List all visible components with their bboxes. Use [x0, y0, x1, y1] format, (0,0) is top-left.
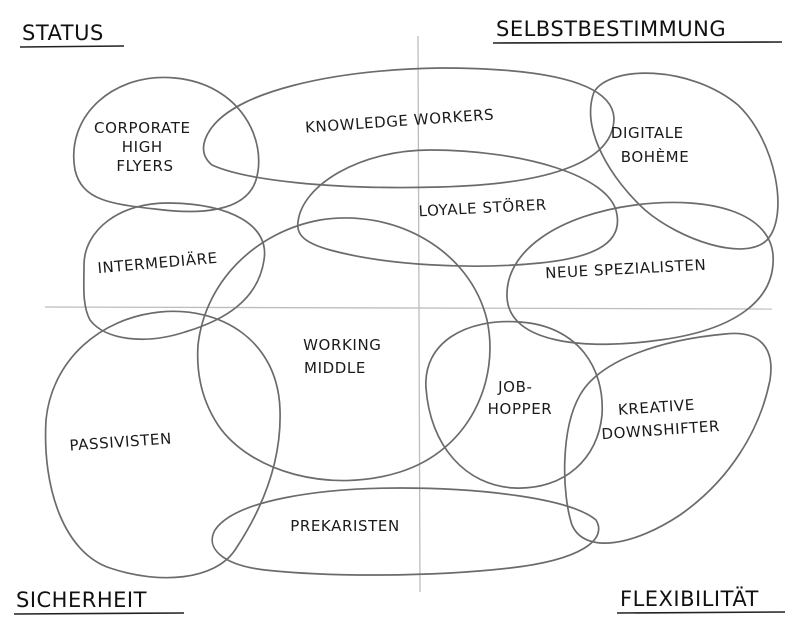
label-corporate-high-flyers: CORPORATE HIGH FLYERS — [94, 119, 196, 175]
corner-label-sicherheit: SICHERHEIT — [16, 588, 147, 612]
underline-flexibilitaet — [616, 611, 786, 614]
label-job-hopper: JOB- HOPPER — [488, 378, 553, 418]
label-knowledge-workers: KNOWLEDGE WORKERS — [305, 105, 495, 136]
corner-label-status: STATUS — [22, 21, 104, 45]
label-passivisten: PASSIVISTEN — [69, 429, 172, 454]
label-working-middle: WORKING MIDDLE — [303, 336, 387, 377]
label-intermediaere: INTERMEDIÄRE — [97, 248, 219, 277]
underline-sicherheit — [13, 612, 185, 615]
label-kreative-downshifter: KREATIVE DOWNSHIFTER — [599, 394, 720, 443]
vertical-axis — [417, 35, 421, 593]
horizontal-axis — [44, 306, 773, 310]
blob-knowledge-workers — [202, 67, 615, 189]
blob-digitale-boheme — [589, 72, 779, 250]
underline-selbstbestimmung — [492, 41, 783, 44]
label-loyale-stoerer: LOYALE STÖRER — [418, 195, 547, 221]
label-digitale-boheme: DIGITALE BOHÈME — [611, 124, 689, 166]
underline-status — [19, 45, 125, 48]
blob-passivisten — [44, 310, 281, 579]
blob-prekaristen — [211, 487, 600, 576]
label-prekaristen: PREKARISTEN — [290, 517, 400, 535]
blob-corporate-high-flyers — [72, 76, 260, 213]
corner-label-selbstbestimmung: SELBSTBESTIMMUNG — [496, 17, 726, 41]
blob-working-middle — [196, 217, 491, 482]
corner-label-flexibilitaet: FLEXIBILITÄT — [620, 586, 759, 611]
blob-loyale-stoerer — [296, 149, 619, 267]
blob-intermediaere — [82, 202, 266, 341]
blob-job-hopper — [425, 320, 604, 489]
blob-neue-spezialisten — [506, 201, 774, 346]
label-neue-spezialisten: NEUE SPEZIALISTEN — [545, 256, 707, 282]
blob-kreative-downshifter — [563, 332, 772, 544]
